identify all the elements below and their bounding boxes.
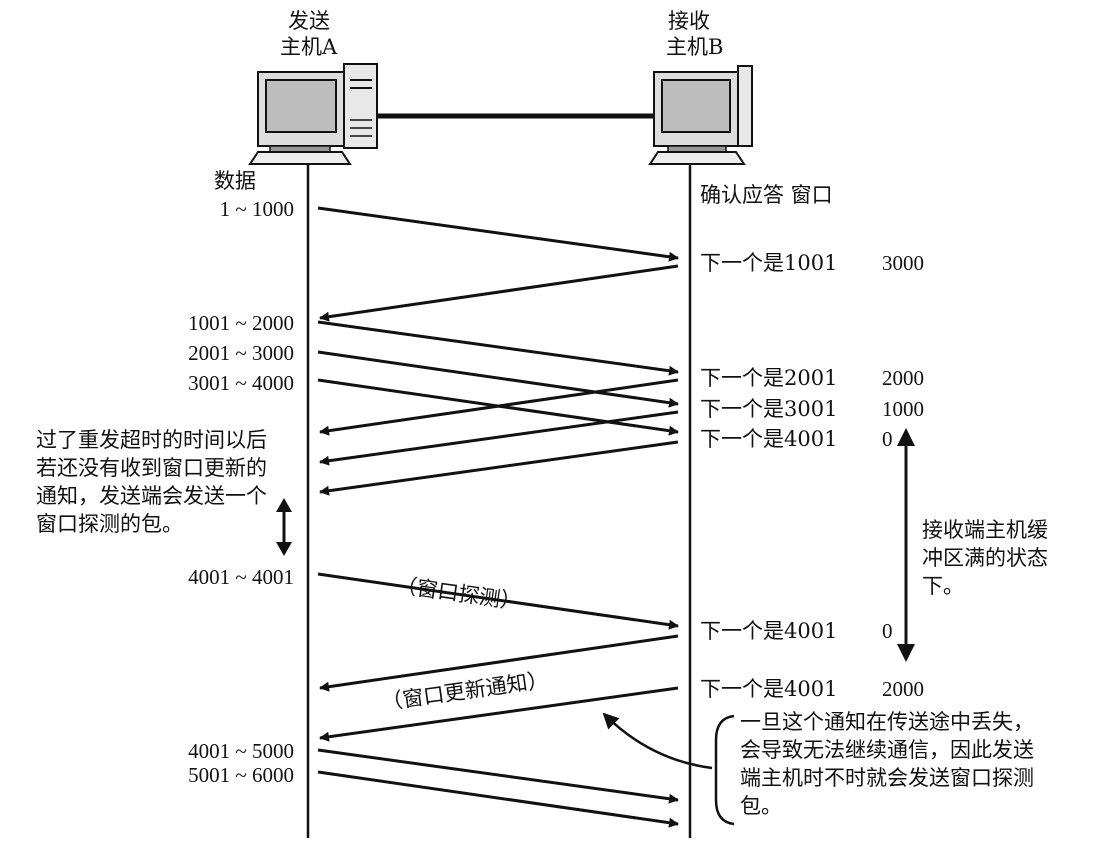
ack-label-5: 下一个是4001 [700,618,837,644]
send-label-2: 1001 ~ 2000 [188,310,294,336]
lost-update-note: 一旦这个通知在传送途中丢失，会导致无法继续通信，因此发送端主机时不时就会发送窗口… [740,708,1038,820]
ack-arrow-4001 [320,442,678,492]
receiver-computer-icon [650,66,752,164]
sender-title-line2: 主机A [280,34,337,60]
send-label-6: 4001 ~ 5000 [188,738,294,764]
send-label-5: 4001 ~ 4001 [188,564,294,590]
ack-label-3: 下一个是3001 [700,396,837,422]
window-value-5: 0 [882,618,893,644]
timeout-note: 过了重发超时的时间以后若还没有收到窗口更新的通知，发送端会发送一个窗口探测的包。 [36,426,274,538]
ack-arrow-3001 [320,412,678,462]
timeout-interval-arrow [276,498,292,556]
send-label-4: 3001 ~ 4000 [188,370,294,396]
window-value-4: 0 [882,426,893,452]
send-label-7: 5001 ~ 6000 [188,762,294,788]
segment-arrow-4001-5000 [318,750,678,800]
ack-label-1: 下一个是1001 [700,250,837,276]
ack-label-6: 下一个是4001 [700,676,837,702]
sender-title-line1: 发送 [288,8,330,34]
buffer-full-interval-arrow [897,428,915,662]
receiver-title-line1: 接收 [668,8,710,34]
window-value-6: 2000 [882,676,924,702]
send-label-3: 2001 ~ 3000 [188,340,294,366]
sender-computer-icon [250,64,377,164]
window-value-1: 3000 [882,250,924,276]
note-bracket [716,716,734,824]
segment-arrow-2001-3000 [318,352,678,404]
window-value-3: 1000 [882,396,924,422]
lost-update-pointer-arrow [604,714,712,768]
ack-arrow-1001 [320,266,678,318]
window-value-2: 2000 [882,365,924,391]
ack-window-column-header: 确认应答 窗口 [700,182,833,208]
ack-label-4: 下一个是4001 [700,426,837,452]
buffer-full-note: 接收端主机缓冲区满的状态下。 [922,516,1054,600]
send-label-1: 1 ~ 1000 [220,196,294,222]
segment-arrow-1-1000 [318,208,678,258]
segment-arrow-1001-2000 [318,322,678,372]
ack-label-2: 下一个是2001 [700,365,837,391]
data-column-header: 数据 [214,168,256,194]
receiver-title-line2: 主机B [666,34,723,60]
segment-arrow-5001-6000 [318,772,678,824]
